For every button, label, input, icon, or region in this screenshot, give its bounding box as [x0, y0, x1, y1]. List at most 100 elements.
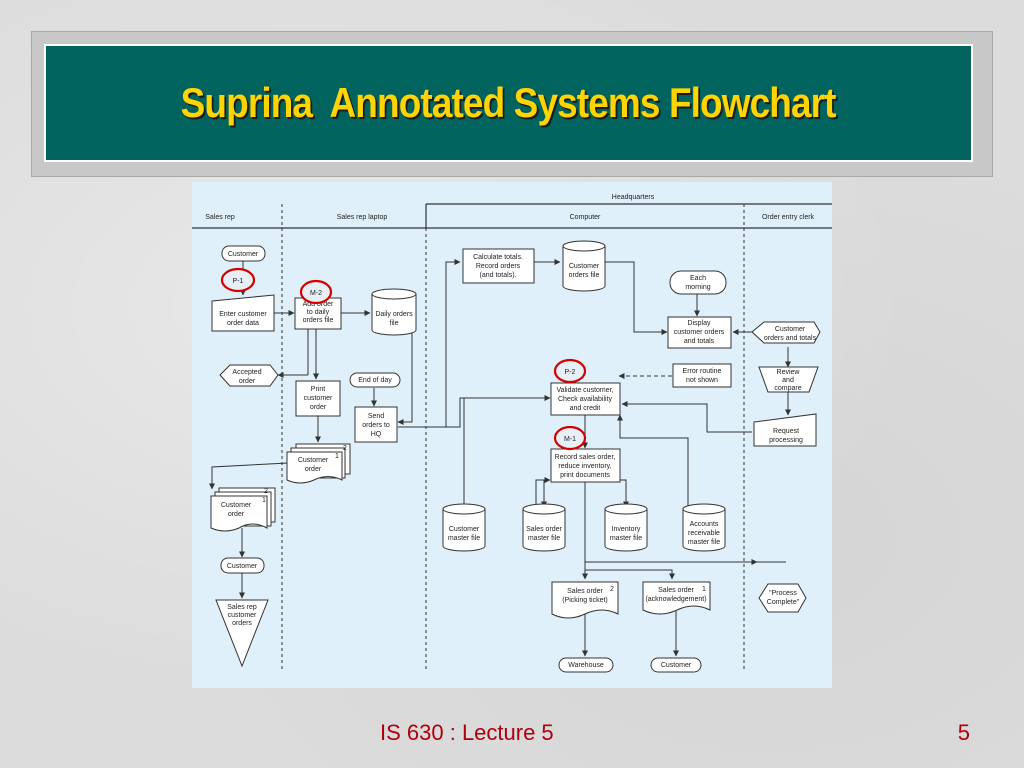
customer-top-label: Customer	[228, 251, 259, 258]
picking-ticket-document	[551, 581, 619, 619]
annotation-p2: P-2	[565, 369, 576, 376]
picking-ticket-line1: Sales order	[567, 588, 603, 595]
accepted-order-display	[219, 364, 279, 387]
record-sales-process	[550, 448, 621, 483]
lane-sales-rep-laptop: Sales rep laptop	[337, 214, 388, 221]
customer-orders-totals-line2: orders and totals	[764, 335, 817, 342]
copy-number-mid-1: 1	[335, 453, 339, 460]
send-orders-line3: HQ	[371, 431, 382, 438]
print-order-line2: customer	[304, 395, 333, 402]
send-orders-process	[354, 406, 398, 443]
error-routine-line2: not shown	[686, 377, 718, 384]
lane-headquarters: Headquarters	[612, 194, 655, 201]
flowchart-svg: Headquarters Sales rep Sales rep laptop …	[192, 194, 832, 673]
add-order-line1: Add order	[303, 301, 334, 308]
inventory-master-cylinder	[604, 503, 648, 552]
error-routine-line1: Error routine	[683, 368, 722, 375]
annotation-m1: M-1	[564, 436, 576, 443]
footer-text: IS 630 : Lecture 5	[380, 720, 554, 745]
ar-master-line3: master file	[688, 539, 720, 546]
sales-rep-orders-line1: Sales rep	[227, 604, 257, 611]
sales-rep-orders-file	[215, 599, 269, 668]
request-processing-input	[753, 413, 817, 447]
each-morning-terminal	[669, 270, 727, 295]
sales-rep-orders-line3: orders	[232, 620, 252, 627]
end-of-day-label: End of day	[358, 377, 392, 384]
customer-order-left-documents	[210, 487, 276, 532]
flowchart-diagram: Headquarters Sales rep Sales rep laptop …	[192, 182, 832, 688]
each-morning-line2: morning	[685, 284, 710, 291]
acknowledgement-document	[642, 581, 711, 615]
display-orders-line2: customer orders	[674, 329, 725, 336]
customer-bottom-terminal	[650, 657, 702, 673]
ar-master-line2: receivable	[688, 530, 720, 537]
process-complete-line2: Complete"	[767, 599, 800, 606]
customer-orders-totals-display	[751, 321, 821, 344]
daily-orders-line1: Daily orders	[375, 311, 413, 318]
ar-master-line1: Accounts	[690, 521, 719, 528]
add-order-line3: orders file	[303, 317, 334, 324]
customer-order-mid-line1: Customer	[298, 457, 329, 464]
copy-number-picking-2: 2	[610, 586, 614, 593]
title-band: Suprina Annotated Systems Flowchart	[44, 44, 973, 162]
acknowledgement-line2: (acknowledgement)	[645, 596, 706, 603]
review-compare-line1: Review	[777, 369, 801, 376]
customer-order-left-line2: order	[228, 511, 245, 518]
calc-totals-line1: Calculate totals.	[473, 254, 523, 261]
customer-order-mid-documents	[286, 443, 351, 484]
copy-number-ack-1: 1	[702, 586, 706, 593]
annotation-circles	[220, 267, 587, 451]
customer-top-terminal	[221, 245, 266, 262]
customer-orders-file-line1: Customer	[569, 263, 600, 270]
error-routine-box	[672, 363, 732, 388]
add-order-line2: to daily	[307, 309, 330, 316]
display-orders-process	[667, 316, 732, 349]
each-morning-line1: Each	[690, 275, 706, 282]
request-processing-line1: Request	[773, 428, 799, 435]
review-compare-manual	[758, 366, 819, 393]
lane-computer: Computer	[570, 214, 601, 221]
customer-master-line1: Customer	[449, 526, 480, 533]
lane-rules	[192, 203, 832, 229]
enter-order-line2: order data	[227, 320, 259, 327]
end-of-day-terminal	[349, 372, 401, 388]
calc-totals-line3: (and totals).	[480, 272, 517, 279]
warehouse-terminal	[558, 657, 614, 673]
calc-totals-line2: Record orders	[476, 263, 521, 270]
customer-order-mid-line2: order	[305, 466, 322, 473]
accepted-order-line2: order	[239, 378, 256, 385]
print-order-line1: Print	[311, 386, 325, 393]
sales-order-master-line2: master file	[528, 535, 560, 542]
record-sales-line2: reduce inventory,	[558, 463, 611, 470]
validate-line1: Validate customer,	[556, 387, 613, 394]
send-orders-line1: Send	[368, 413, 384, 420]
accepted-order-line1: Accepted	[232, 369, 261, 376]
copy-number-left-2: 2	[264, 488, 268, 495]
warehouse-label: Warehouse	[568, 662, 604, 669]
daily-orders-file-cylinder	[371, 288, 417, 336]
customer-order-left-line1: Customer	[221, 502, 252, 509]
page-number: 5	[957, 720, 970, 745]
customer-master-line2: master file	[448, 535, 480, 542]
record-sales-line1: Record sales order,	[555, 454, 616, 461]
print-order-process	[295, 380, 341, 417]
validate-line2: Check availability	[558, 396, 613, 403]
record-sales-line3: print documents	[560, 472, 610, 479]
calc-totals-process	[462, 248, 535, 284]
validate-process	[550, 382, 621, 416]
ar-master-cylinder	[682, 503, 726, 552]
display-orders-line1: Display	[688, 320, 711, 327]
request-processing-line2: processing	[769, 437, 803, 444]
print-order-line3: order	[310, 404, 327, 411]
lane-order-entry-clerk: Order entry clerk	[762, 214, 815, 221]
copy-number-mid-2: 2	[343, 445, 347, 452]
sales-order-master-cylinder	[522, 503, 566, 552]
customer-left2-terminal	[220, 557, 265, 574]
sales-order-master-line1: Sales order	[526, 526, 562, 533]
lane-dividers	[281, 204, 745, 672]
acknowledgement-line1: Sales order	[658, 587, 694, 594]
customer-left2-label: Customer	[227, 563, 258, 570]
send-orders-line2: orders to	[362, 422, 390, 429]
display-orders-line3: and totals	[684, 338, 715, 345]
